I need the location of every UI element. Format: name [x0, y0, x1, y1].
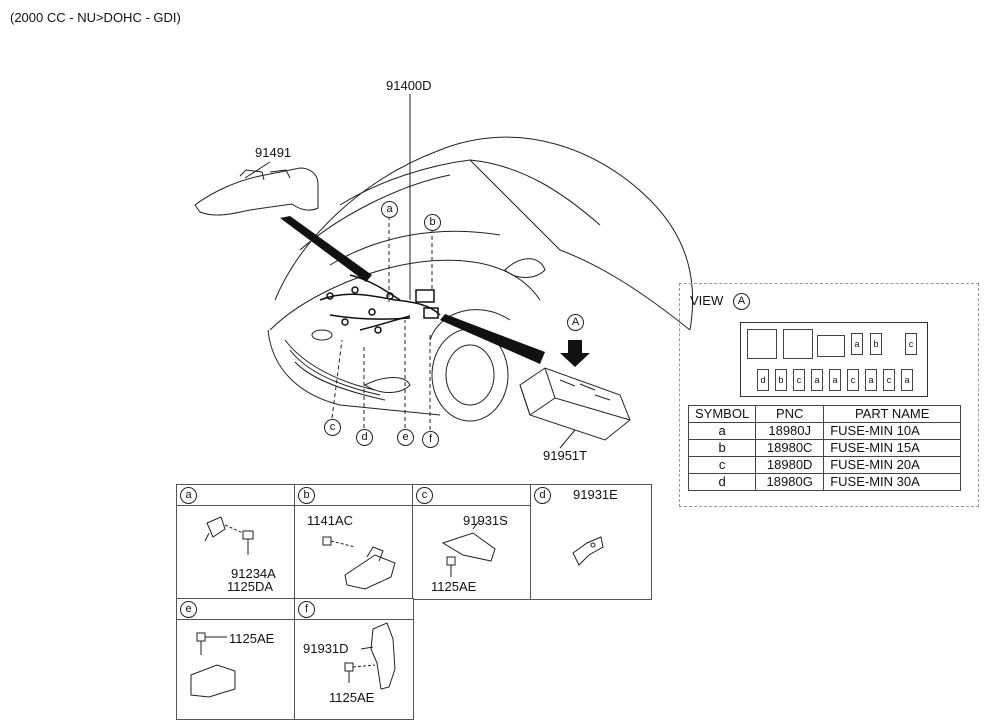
table-row: c 18980D FUSE-MIN 20A [687, 456, 962, 474]
table-header: SYMBOL [687, 405, 757, 423]
detail-cell-d: d 91931E [530, 484, 652, 600]
detail-cell-header: d [531, 485, 651, 505]
fuse-top-2: b [870, 333, 882, 355]
fuse-bottom-8: c [883, 369, 895, 391]
fuse-bottom-4: a [811, 369, 823, 391]
fuse-top-1: a [851, 333, 863, 355]
view-a-panel: VIEW A a b c d b c a a c a c a SYMBOL PN… [679, 283, 979, 507]
table-cell: 18980G [755, 473, 825, 491]
relay-3 [817, 335, 845, 357]
bracket-e-drawing [190, 632, 236, 698]
detail-cell-header: f [295, 599, 413, 620]
table-header: PART NAME [823, 405, 962, 423]
relay-1 [747, 329, 777, 359]
table-header-row: SYMBOL PNC PART NAME [687, 405, 962, 423]
bracket-c-drawing [441, 520, 496, 577]
harness-part-number: 91400D [386, 78, 432, 93]
view-title: VIEW A [690, 293, 750, 311]
part-91931s: 91931S [463, 513, 508, 528]
callout-a: a [381, 201, 398, 218]
detail-cell-f: f 91931D 1125AE [294, 598, 414, 720]
callout-b: b [424, 214, 441, 231]
detail-cell-header: b [295, 485, 413, 506]
table-cell: d [687, 473, 757, 491]
detail-cell-header: a [177, 485, 295, 506]
bracket-f-drawing [344, 622, 396, 690]
detail-cell-b: b 1141AC [294, 484, 414, 600]
detail-cell-header: e [177, 599, 295, 620]
part-91931e: 91931E [573, 487, 618, 502]
detail-cell-a: a 91234A 1125DA [176, 484, 296, 600]
fuse-bottom-5: a [829, 369, 841, 391]
engine-spec-header: (2000 CC - NU>DOHC - GDI) [10, 10, 181, 25]
table-row: a 18980J FUSE-MIN 10A [687, 422, 962, 440]
fuse-box-layout: a b c d b c a a c a c a [740, 322, 928, 397]
callout-c: c [324, 419, 341, 436]
detail-cell-header: c [413, 485, 531, 506]
table-row: b 18980C FUSE-MIN 15A [687, 439, 962, 457]
junction-box-part-number: 91951T [543, 448, 588, 463]
table-cell: 18980D [755, 456, 825, 474]
fuse-bottom-3: c [793, 369, 805, 391]
fuse-bottom-6: c [847, 369, 859, 391]
callout-view-a: A [567, 314, 584, 331]
detail-letter-b: b [298, 487, 315, 504]
detail-letter-f: f [298, 601, 315, 618]
part-1141ac: 1141AC [307, 513, 354, 528]
clip-bolt-drawing [204, 516, 254, 555]
table-cell: FUSE-MIN 20A [823, 456, 962, 474]
table-cell: FUSE-MIN 10A [823, 422, 962, 440]
relay-2 [783, 329, 813, 359]
table-cell: a [687, 422, 757, 440]
part-91234a: 91234A [231, 566, 276, 581]
fuse-top-3: c [905, 333, 917, 355]
detail-cell-c: c 91931S 1125AE [412, 484, 532, 600]
table-cell: FUSE-MIN 30A [823, 473, 962, 491]
callout-d: d [356, 429, 373, 446]
fuse-bottom-2: b [775, 369, 787, 391]
detail-letter-e: e [180, 601, 197, 618]
view-title-marker: A [732, 293, 750, 311]
table-cell: 18980J [755, 422, 825, 440]
fuse-bottom-9: a [901, 369, 913, 391]
detail-cell-e: e 1125AE [176, 598, 296, 720]
table-cell: 18980C [755, 439, 825, 457]
detail-letter-a: a [180, 487, 197, 504]
bracket-d-drawing [572, 536, 604, 566]
fuse-bottom-7: a [865, 369, 877, 391]
fuse-bottom-1: d [757, 369, 769, 391]
part-1125ae-f: 1125AE [329, 690, 375, 705]
bracket-drawing [322, 536, 396, 590]
table-row: d 18980G FUSE-MIN 30A [687, 473, 962, 491]
fuse-parts-table: SYMBOL PNC PART NAME a 18980J FUSE-MIN 1… [687, 405, 962, 491]
table-header: PNC [755, 405, 825, 423]
part-91931d: 91931D [303, 641, 349, 656]
protector-part-number: 91491 [255, 145, 292, 160]
detail-letter-c: c [416, 487, 433, 504]
part-1125ae-c: 1125AE [431, 579, 477, 594]
table-cell: c [687, 456, 757, 474]
callout-f: f [422, 431, 439, 448]
part-1125ae-e: 1125AE [229, 631, 275, 646]
table-cell: b [687, 439, 757, 457]
view-title-label: VIEW [690, 293, 724, 308]
detail-letter-d: d [534, 487, 551, 504]
callout-e: e [397, 429, 414, 446]
part-1125da: 1125DA [227, 579, 274, 594]
table-cell: FUSE-MIN 15A [823, 439, 962, 457]
